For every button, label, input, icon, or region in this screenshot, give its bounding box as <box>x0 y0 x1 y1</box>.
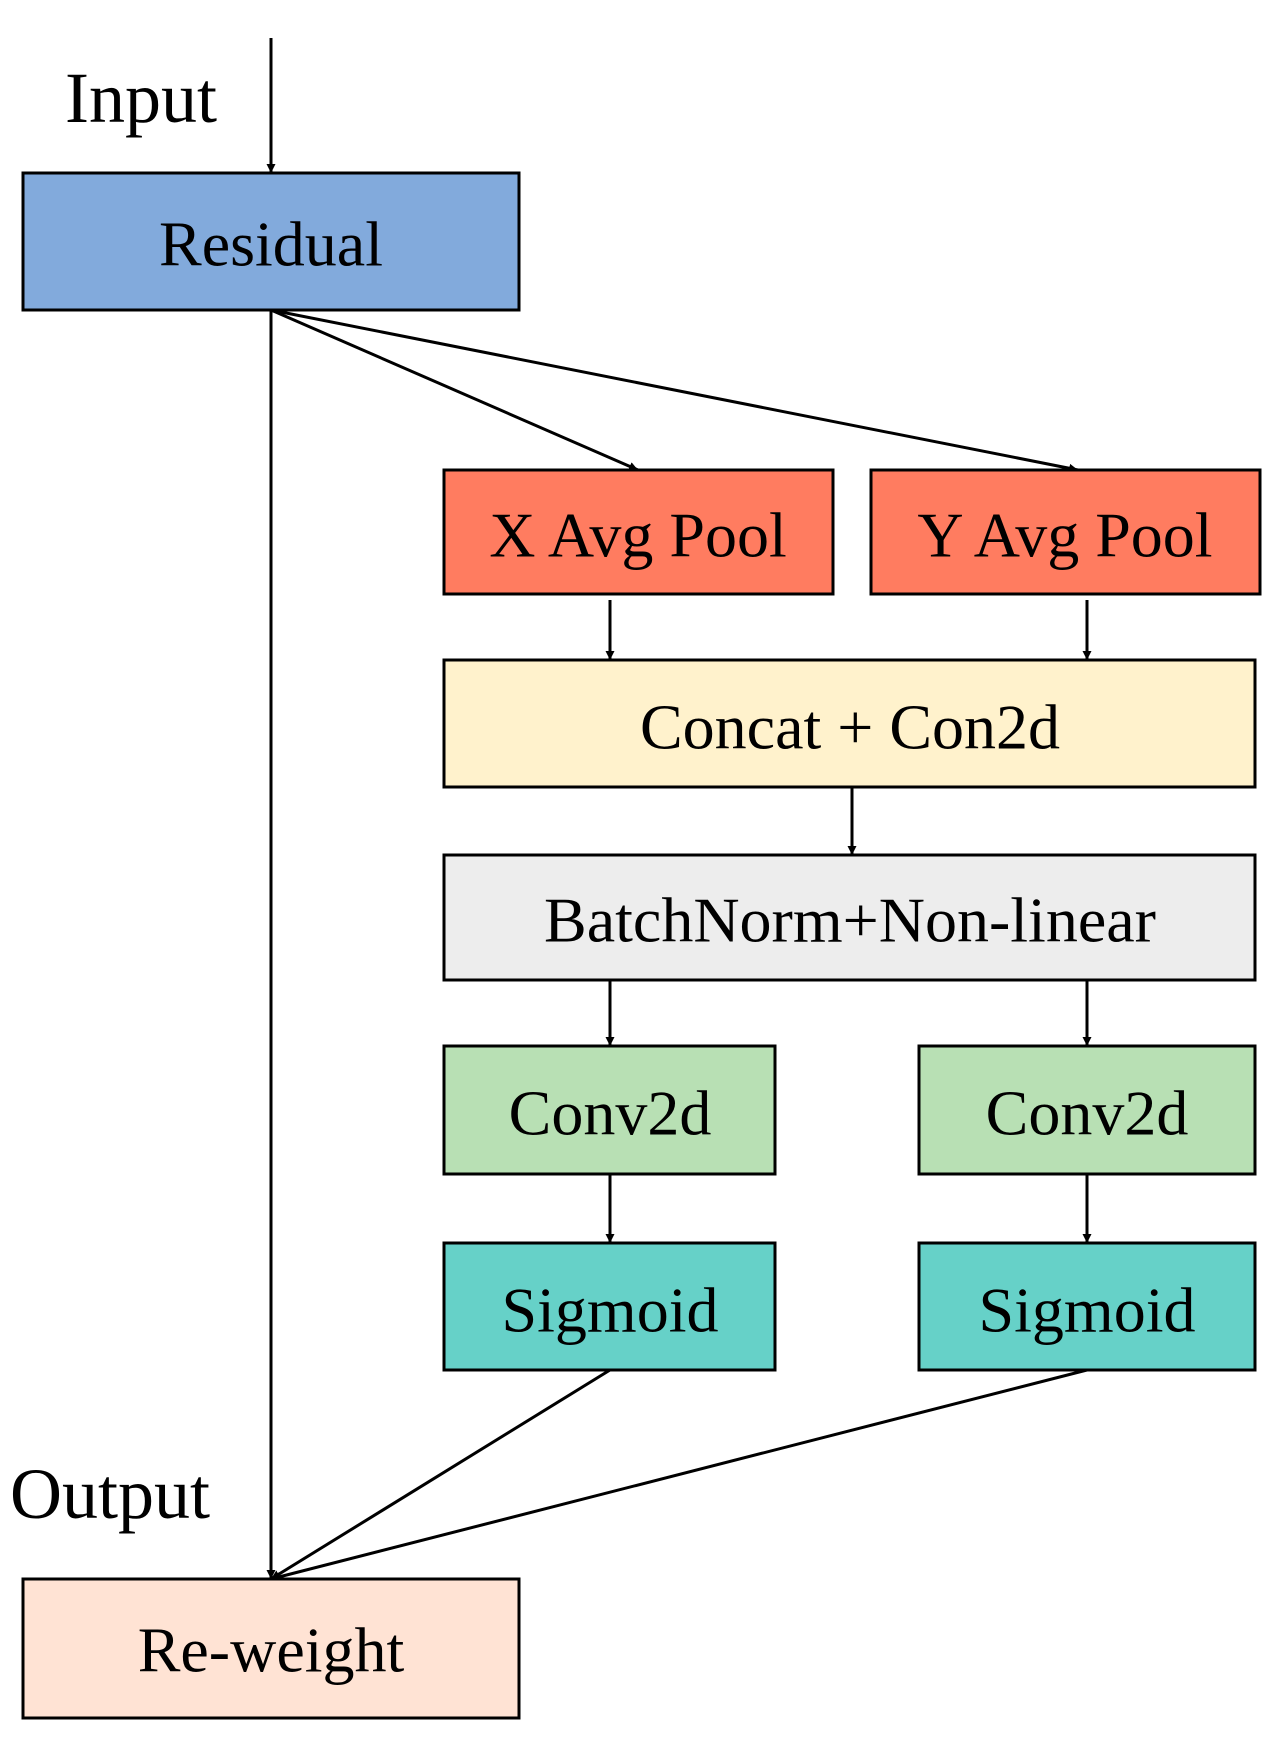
residual-to-x-avg-pool-arrow <box>270 308 639 472</box>
concat-conv-node: Concat + Con2d <box>442 658 1257 789</box>
residual-label: Residual <box>159 209 383 280</box>
y-avg-pool-node: Y Avg Pool <box>869 468 1262 596</box>
reweight-node: Re-weight <box>21 1577 521 1720</box>
output-label: Output <box>10 1454 210 1534</box>
sigmoid-left-label: Sigmoid <box>502 1275 719 1346</box>
x-avg-pool-node: X Avg Pool <box>442 468 835 596</box>
sigmoid-left-box <box>442 1241 777 1372</box>
sigmoid-right-node: Sigmoid <box>917 1241 1257 1372</box>
sigmoid-right-box <box>917 1241 1257 1372</box>
x-avg-pool-box <box>442 468 835 596</box>
y-avg-pool-box <box>869 468 1262 596</box>
y-avg-pool-label: Y Avg Pool <box>917 500 1212 571</box>
conv2d-left-node: Conv2d <box>442 1044 777 1176</box>
edges <box>266 38 1092 1582</box>
batchnorm-node: BatchNorm+Non-linear <box>442 853 1257 982</box>
conv2d-right-node: Conv2d <box>917 1044 1257 1176</box>
sigmoid-right-label: Sigmoid <box>979 1275 1196 1346</box>
residual-box <box>21 171 521 312</box>
reweight-label: Re-weight <box>138 1615 405 1686</box>
conv2d-right-label: Conv2d <box>986 1078 1189 1149</box>
conv2d-left-label: Conv2d <box>509 1078 712 1149</box>
sigmoid-left-node: Sigmoid <box>442 1241 777 1372</box>
residual-to-y-avg-pool-arrow <box>270 308 1079 473</box>
reweight-box <box>21 1577 521 1720</box>
conv2d-left-box <box>442 1044 777 1176</box>
batchnorm-label: BatchNorm+Non-linear <box>544 885 1156 956</box>
residual-node: Residual <box>21 171 521 312</box>
batchnorm-box <box>442 853 1257 982</box>
concat-conv-box <box>442 658 1257 789</box>
x-avg-pool-label: X Avg Pool <box>489 500 787 571</box>
input-label: Input <box>65 58 217 138</box>
concat-conv-label: Concat + Con2d <box>640 692 1060 763</box>
sigmoid-left-to-reweight-arrow <box>270 1368 611 1581</box>
conv2d-right-box <box>917 1044 1257 1176</box>
sigmoid-right-to-reweight-arrow <box>270 1368 1088 1582</box>
